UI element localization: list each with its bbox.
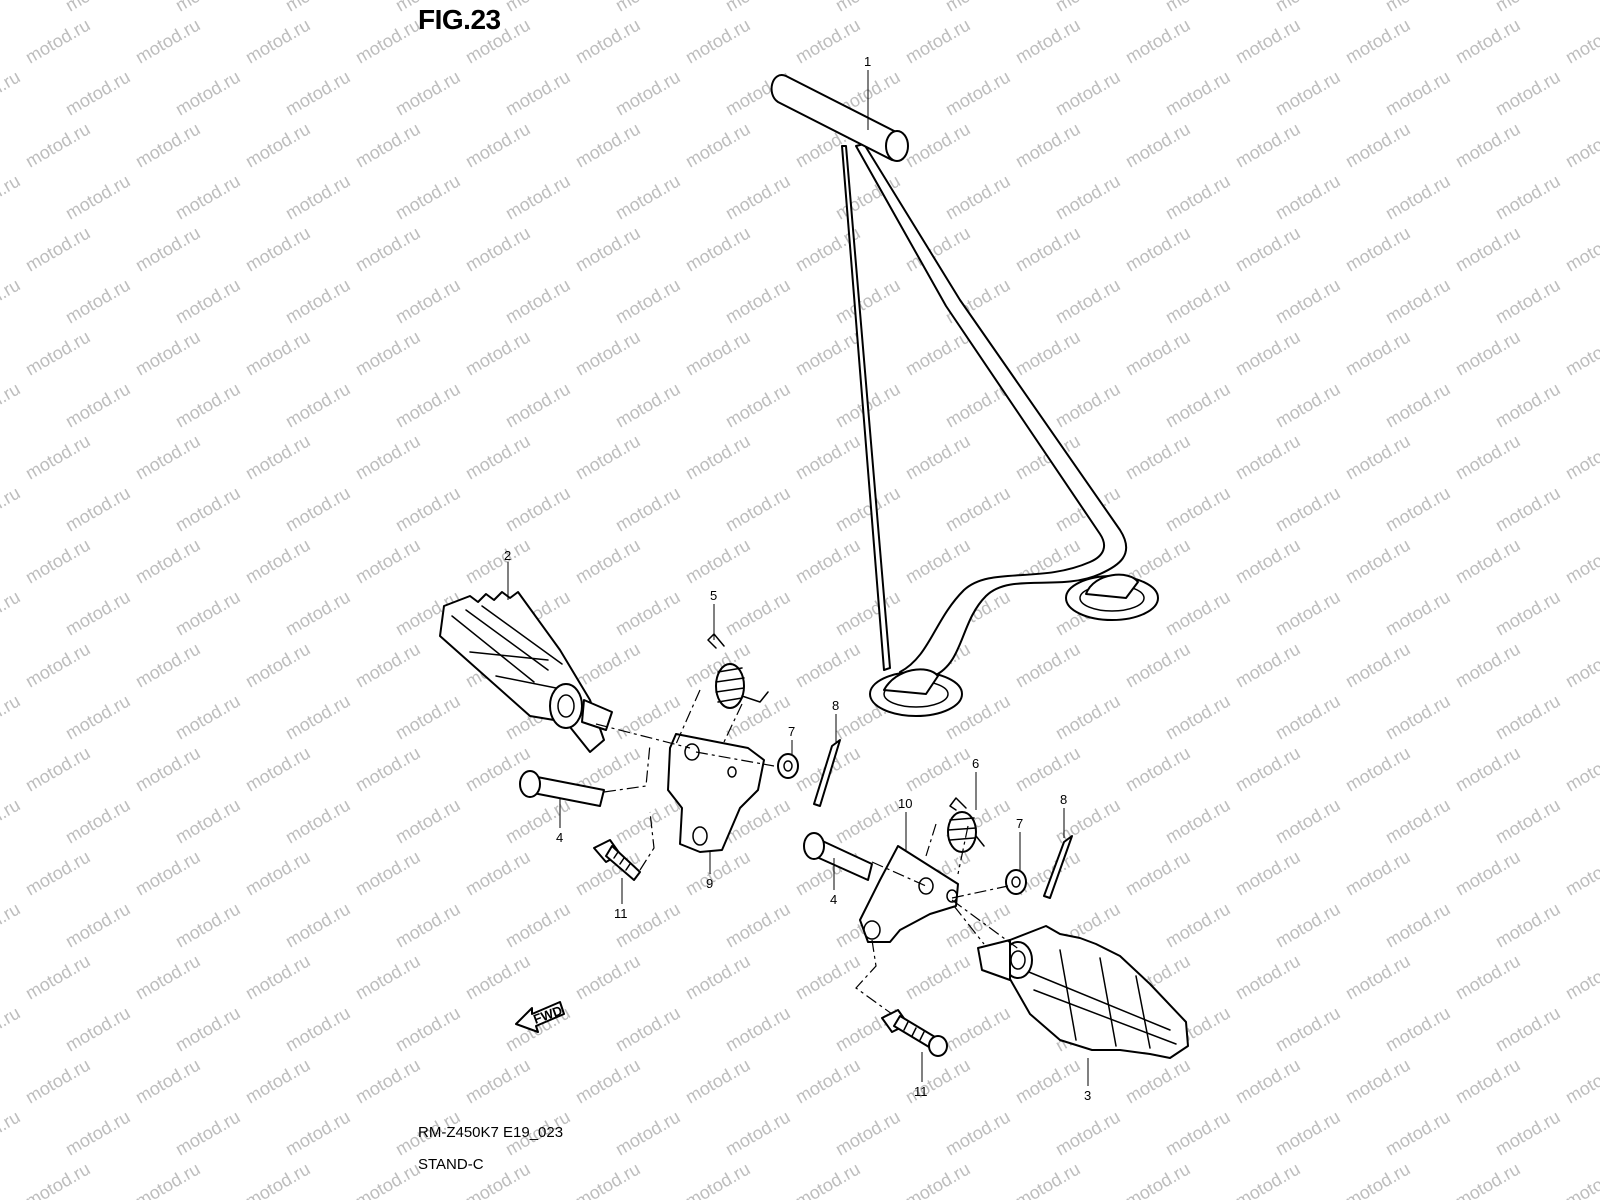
callout-1: 1	[864, 54, 871, 69]
callout-2: 2	[504, 548, 511, 563]
right-spring	[947, 797, 985, 853]
diagram-code: RM-Z450K7 E19_023	[418, 1124, 564, 1141]
callout-10: 10	[898, 796, 912, 811]
callout-7-left: 7	[788, 724, 795, 739]
fwd-label: FWD	[531, 1003, 564, 1027]
left-bracket	[667, 733, 765, 853]
section-name: STAND-C	[418, 1156, 484, 1173]
right-pin	[803, 832, 873, 881]
left-footrest	[439, 591, 613, 753]
right-washer	[1005, 869, 1027, 895]
callout-5: 5	[710, 588, 717, 603]
figure-title: FIG.23	[418, 4, 501, 35]
callout-4-left: 4	[556, 830, 563, 845]
callouts: 1 2 3 4 4 5 6 7 7 8 8 9 10	[504, 54, 1091, 1103]
left-cotter-pin	[813, 739, 841, 807]
stand-part	[770, 74, 1159, 717]
callout-3: 3	[1084, 1088, 1091, 1103]
right-cotter-pin	[1043, 835, 1073, 899]
callout-7-right: 7	[1016, 816, 1023, 831]
assembly-lines	[595, 689, 1021, 1015]
left-washer	[777, 753, 799, 779]
fwd-arrow-icon: FWD	[515, 1001, 565, 1033]
callout-9: 9	[706, 876, 713, 891]
left-spring	[707, 633, 769, 709]
callout-4-right: 4	[830, 892, 837, 907]
callout-11-left: 11	[614, 906, 628, 921]
right-footrest	[977, 925, 1189, 1059]
callout-8-right: 8	[1060, 792, 1067, 807]
right-bracket	[859, 845, 959, 943]
callout-8-left: 8	[832, 698, 839, 713]
callout-11-right: 11	[914, 1084, 928, 1099]
right-bolt	[881, 1009, 948, 1057]
left-bolt	[593, 839, 641, 881]
callout-6: 6	[972, 756, 979, 771]
left-pin	[519, 770, 605, 807]
